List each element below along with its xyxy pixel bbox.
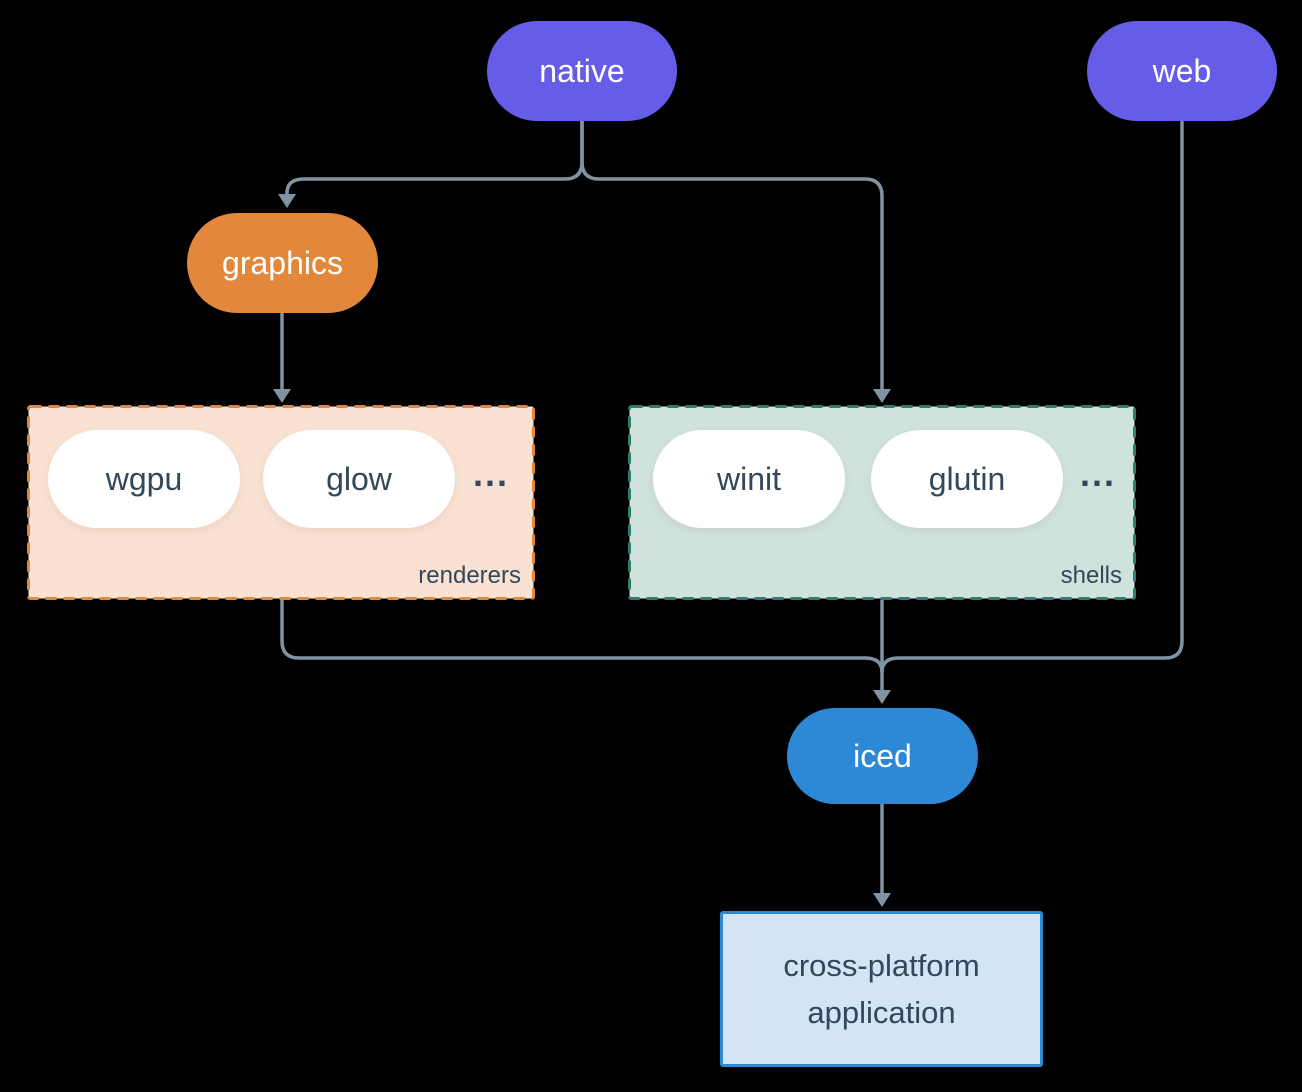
application-label-line2: application — [807, 995, 956, 1030]
arrowhead-iced — [873, 690, 891, 704]
node-native: native — [487, 21, 677, 121]
edge-renderers-junction — [280, 600, 884, 673]
arrowhead-graphics — [278, 194, 296, 208]
renderers-group-label: renderers — [418, 562, 521, 589]
arrowhead-application — [873, 893, 891, 907]
arrowhead-renderers — [273, 389, 291, 403]
edge-native-graphics — [285, 121, 584, 194]
pill-glutin: glutin — [871, 430, 1063, 528]
group-shells: winit glutin ... shells — [628, 405, 1136, 600]
node-iced: iced — [787, 708, 978, 804]
application-label-line1: cross-platform — [783, 948, 980, 983]
shells-group-label: shells — [1060, 562, 1122, 589]
edge-web-junction — [880, 121, 1184, 673]
node-web: web — [1087, 21, 1277, 121]
group-renderers: wgpu glow ... renderers — [27, 405, 535, 600]
node-graphics: graphics — [187, 213, 378, 313]
renderers-ellipsis: ... — [473, 453, 510, 494]
shells-ellipsis: ... — [1080, 453, 1117, 494]
pill-glow: glow — [263, 430, 455, 528]
arrowhead-shells — [873, 389, 891, 403]
pill-winit: winit — [653, 430, 845, 528]
pill-wgpu: wgpu — [48, 430, 240, 528]
node-application: cross-platform application — [720, 911, 1043, 1067]
edge-native-shells — [580, 121, 884, 389]
